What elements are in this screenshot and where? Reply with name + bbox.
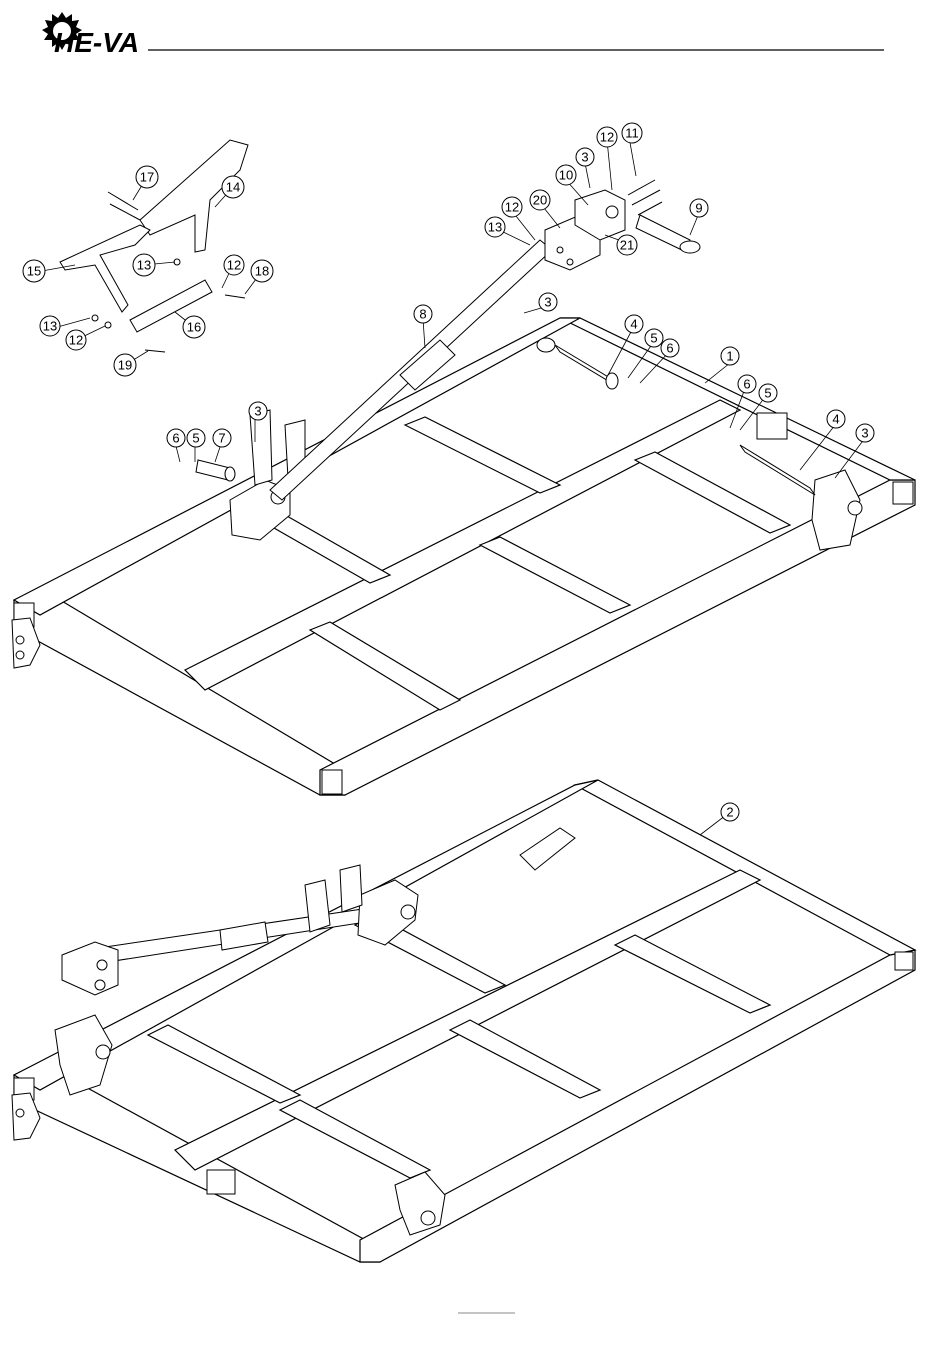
callout-21: 21	[617, 235, 637, 255]
svg-text:7: 7	[218, 431, 225, 446]
callout-3: 3	[539, 293, 557, 311]
callout-18: 18	[251, 260, 273, 282]
callout-16: 16	[183, 316, 205, 338]
callout-13: 13	[40, 316, 60, 336]
callout-2: 2	[721, 803, 739, 821]
svg-text:6: 6	[666, 341, 673, 356]
callout-3: 3	[576, 148, 594, 166]
svg-text:10: 10	[559, 168, 573, 183]
svg-text:12: 12	[227, 258, 241, 273]
svg-text:5: 5	[650, 331, 657, 346]
svg-text:13: 13	[488, 220, 502, 235]
svg-text:5: 5	[192, 431, 199, 446]
frame-2-crossmember	[280, 1100, 430, 1178]
svg-text:19: 19	[118, 358, 132, 373]
svg-text:12: 12	[505, 200, 519, 215]
svg-text:12: 12	[69, 333, 83, 348]
frame-1-shaft	[740, 445, 815, 495]
frame-2-assembly	[12, 780, 915, 1262]
callout-12: 12	[502, 197, 522, 217]
frame-2-right-tube	[360, 950, 915, 1262]
callout-5: 5	[759, 384, 777, 402]
callout-13: 13	[485, 217, 505, 237]
callout-12: 12	[597, 127, 617, 147]
frame-2-crossmember	[615, 935, 770, 1013]
callout-9: 9	[690, 199, 708, 217]
frame-2-crossmember	[450, 1020, 600, 1098]
frame-1-crossmember	[480, 537, 630, 613]
callout-3: 3	[249, 402, 267, 420]
frame-2-center-spine	[175, 870, 760, 1170]
callout-13: 13	[133, 254, 155, 276]
svg-text:4: 4	[832, 412, 839, 427]
frame-1-end-cap	[893, 482, 913, 504]
callout-3: 3	[856, 424, 874, 442]
svg-text:15: 15	[27, 264, 41, 279]
svg-text:20: 20	[533, 193, 547, 208]
frame-1-crossmember	[310, 622, 460, 710]
svg-text:16: 16	[187, 320, 201, 335]
svg-text:3: 3	[254, 404, 261, 419]
svg-text:8: 8	[419, 307, 426, 322]
frame-1-pin	[196, 460, 230, 480]
svg-text:6: 6	[172, 431, 179, 446]
callout-6: 6	[738, 375, 756, 393]
svg-text:11: 11	[625, 126, 639, 141]
callout-19: 19	[114, 354, 136, 376]
svg-text:3: 3	[581, 150, 588, 165]
brand-logo: HE-VA	[42, 12, 139, 58]
svg-text:17: 17	[140, 170, 154, 185]
callout-20: 20	[530, 190, 550, 210]
callout-11: 11	[622, 123, 642, 143]
brand-name: HE-VA	[54, 27, 139, 58]
frame-1-end-cap	[322, 770, 342, 794]
frame-2-crossmember	[148, 1025, 300, 1103]
callout-12: 12	[66, 330, 86, 350]
svg-text:5: 5	[764, 386, 771, 401]
callout-17: 17	[136, 166, 158, 188]
svg-text:13: 13	[137, 258, 151, 273]
callout-5: 5	[187, 429, 205, 447]
callout-4: 4	[827, 410, 845, 428]
callout-5: 5	[645, 329, 663, 347]
svg-text:1: 1	[726, 349, 733, 364]
frame-1-end-cap	[757, 413, 787, 439]
frame-1-crossmember	[405, 417, 560, 493]
callout-4: 4	[625, 315, 643, 333]
callout-12: 12	[224, 255, 244, 275]
callout-14: 14	[222, 176, 244, 198]
svg-text:6: 6	[743, 377, 750, 392]
svg-text:13: 13	[43, 319, 57, 334]
callout-6: 6	[661, 339, 679, 357]
frame-2-end-cap	[207, 1170, 235, 1194]
svg-text:4: 4	[630, 317, 637, 332]
svg-text:18: 18	[255, 264, 269, 279]
callout-8: 8	[414, 305, 432, 323]
svg-text:2: 2	[726, 805, 733, 820]
svg-text:21: 21	[620, 238, 634, 253]
svg-text:3: 3	[861, 426, 868, 441]
svg-text:14: 14	[226, 180, 240, 195]
frame-2-end-cap	[895, 952, 913, 970]
callout-1: 1	[721, 347, 739, 365]
callout-10: 10	[556, 165, 576, 185]
svg-text:3: 3	[544, 295, 551, 310]
frame-2-coupling-assembly	[62, 942, 118, 995]
svg-text:12: 12	[600, 130, 614, 145]
callout-7: 7	[213, 429, 231, 447]
callout-6: 6	[167, 429, 185, 447]
svg-text:9: 9	[695, 201, 702, 216]
callout-15: 15	[23, 260, 45, 282]
